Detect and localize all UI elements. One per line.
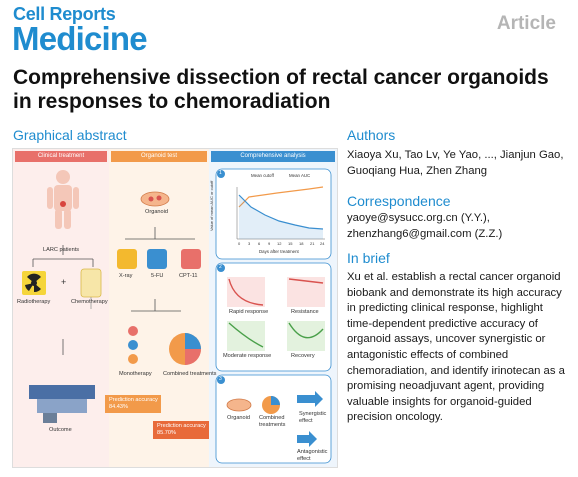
monotherapy-dots [128,326,138,364]
journal-name-line2: Medicine [12,20,148,57]
panel-2-marker [217,264,225,272]
cpt11-bottle-icon [181,249,201,269]
organoid-header-bar [111,151,207,162]
label-radiotherapy: Radiotherapy [17,299,51,305]
label-moderate-response: Moderate response [223,353,272,359]
authors-list: Xiaoya Xu, Tao Lv, Ye Yao, ..., Jianjun … [347,149,564,177]
authors-heading: Authors [347,127,396,143]
correspondence-block: yaoye@sysucc.org.cn (Y.Y.), zhenzhang6@g… [347,211,502,242]
label-combined-panel3: Combined treatments [259,415,286,428]
label-cpt11: CPT-11 [179,273,198,279]
antagonistic-arrow-icon [297,431,317,447]
accuracy-box-1 [105,395,161,413]
x-tick: 6 [258,241,261,246]
combined-treatment-circle [169,333,201,365]
label-resistance: Resistance [291,309,319,315]
x-tick: 0 [238,241,241,246]
chemotherapy-bag-icon [80,268,102,309]
label-recovery: Recovery [291,353,315,359]
mini-chart-x-label: Days after treatment [259,249,299,254]
label-antagonistic: Antagonistic effect [297,449,328,462]
article-title: Comprehensive dissection of rectal cance… [13,66,549,113]
graphical-abstract-heading: Graphical abstract [13,127,127,143]
label-chemotherapy: Chemotherapy [71,299,108,305]
5fu-molecule-icon [147,249,167,269]
x-tick: 18 [299,241,304,246]
graphical-abstract-art [13,149,337,467]
label-xray: X-ray [119,273,133,279]
column-header-clinical: Clinical treatment [37,153,85,159]
label-5fu: 5-FU [151,273,164,279]
response-curves [227,277,325,351]
treatment-machine-icon [29,385,95,423]
label-synergistic: Synergistic effect [299,411,327,424]
organoid-dish-icon [140,191,170,207]
panel-2-number: 2 [219,264,222,270]
panel-1-marker [217,170,225,178]
column-header-organoid: Organoid test [140,153,178,159]
label-monotherapy: Monotherapy [119,371,152,377]
clinical-header-bar [15,151,107,162]
legend-mean-auc: Mean AUC [289,173,311,178]
x-tick: 9 [268,241,271,246]
label-accuracy-1: Prediction accuracy 84.43% [109,397,158,410]
accuracy-box-2 [153,421,209,439]
panel-1-number: 1 [219,170,222,176]
panel-3-marker [217,376,225,384]
x-tick: 24 [320,241,325,246]
label-outcome: Outcome [49,427,72,433]
x-tick: 21 [310,241,315,246]
panel3-organoid-dish [226,398,252,412]
label-combined-treatments: Combined treatments [163,371,217,377]
correspondence-heading: Correspondence [347,193,451,209]
x-tick: 12 [277,241,282,246]
mini-chart-y-label: Value of mean AUC or cutoff [209,180,214,231]
x-tick: 3 [248,241,251,246]
graphical-abstract-figure: Clinical treatment Organoid test Compreh… [12,148,338,468]
column-header-analysis: Comprehensive analysis [240,153,306,159]
article-type-label: Article [496,13,556,34]
label-organoid: Organoid [145,209,169,215]
label-rapid-response: Rapid response [229,309,269,315]
auc-cutoff-mini-chart [236,186,325,240]
in-brief-heading: In brief [347,250,390,266]
analysis-header-bar [211,151,335,162]
label-plus: + [61,277,67,287]
radiation-icon [22,271,46,295]
legend-mean-cutoff: Mean cutoff [251,173,274,178]
correspondence-email-2[interactable]: zhenzhang6@gmail.com (Z.Z.) [347,227,503,240]
x-tick: 15 [288,241,293,246]
journal-name-line1: Cell Reports [13,4,116,24]
xray-icon [117,249,137,269]
correspondence-email-1[interactable]: yaoye@sysucc.org.cn (Y.Y.), [347,212,490,224]
panel-3-number: 3 [219,376,222,382]
synergistic-arrow-icon [297,391,323,407]
analysis-panel-1 [215,168,332,260]
in-brief-text: Xu et al. establish a rectal cancer orga… [347,271,565,424]
label-organoid-panel3: Organoid [227,415,251,421]
label-larc: LARC patients [43,247,80,253]
patient-body-icon [47,170,79,229]
panel3-combined-circle [262,396,280,414]
label-accuracy-2: Prediction accuracy 85.70% [157,423,206,436]
